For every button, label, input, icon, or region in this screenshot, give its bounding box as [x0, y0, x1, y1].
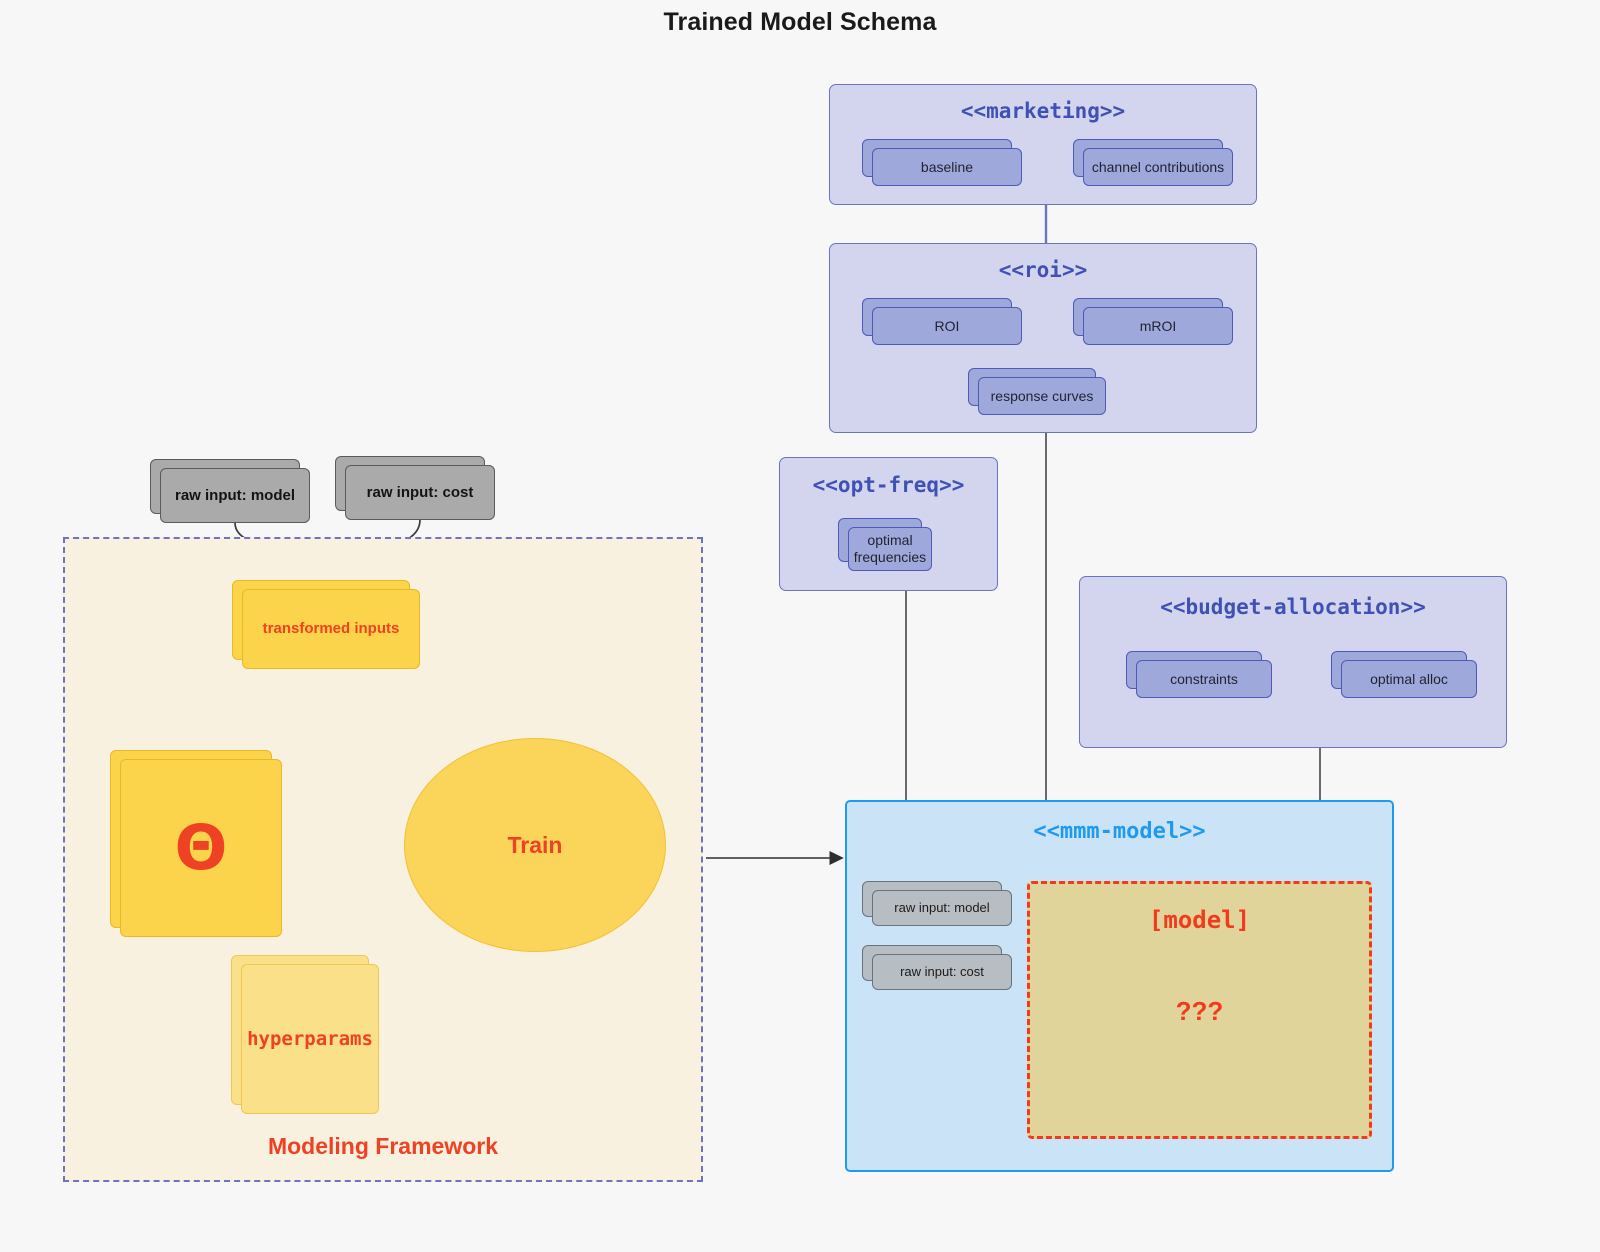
node-mroi[interactable]: mROI [1073, 298, 1233, 345]
node-optimal-frequencies-line1: optimal [867, 532, 913, 549]
node-mmm-raw-input-cost[interactable]: raw input: cost [862, 945, 1012, 990]
node-optimal-frequencies-label: optimal frequencies [848, 527, 932, 571]
node-response-curves-label: response curves [978, 377, 1106, 415]
package-budget-allocation[interactable]: <<budget-allocation>> constraints optima… [1079, 576, 1507, 748]
package-roi[interactable]: <<roi>> ROI mROI response curves [829, 243, 1257, 433]
package-marketing-title: <<marketing>> [960, 99, 1126, 123]
node-constraints-label: constraints [1136, 660, 1272, 698]
node-raw-input-model-label: raw input: model [160, 468, 310, 523]
theta-symbol: Θ [174, 811, 228, 884]
package-marketing[interactable]: <<marketing>> baseline channel contribut… [829, 84, 1257, 205]
modeling-framework-label: Modeling Framework [267, 1133, 499, 1159]
node-mmm-raw-input-cost-label: raw input: cost [872, 954, 1012, 990]
node-response-curves[interactable]: response curves [968, 368, 1106, 415]
node-optimal-alloc-label: optimal alloc [1341, 660, 1477, 698]
node-channel-contributions-label: channel contributions [1083, 148, 1233, 186]
node-constraints[interactable]: constraints [1126, 651, 1272, 698]
node-theta[interactable]: Θ [110, 750, 282, 937]
node-train-label: Train [507, 831, 563, 858]
node-raw-input-cost[interactable]: raw input: cost [335, 456, 495, 520]
package-mmm-model[interactable]: <<mmm-model>> raw input: model raw input… [845, 800, 1394, 1172]
node-baseline-label: baseline [872, 148, 1022, 186]
node-optimal-frequencies[interactable]: optimal frequencies [838, 518, 932, 571]
node-mmm-raw-input-model-label: raw input: model [872, 890, 1012, 926]
model-placeholder-title: [model] [1148, 906, 1251, 934]
node-roi[interactable]: ROI [862, 298, 1022, 345]
node-transformed-inputs[interactable]: transformed inputs [232, 580, 420, 669]
node-mmm-raw-input-model[interactable]: raw input: model [862, 881, 1012, 926]
node-mroi-label: mROI [1083, 307, 1233, 345]
node-hyperparams[interactable]: hyperparams [231, 955, 379, 1114]
package-opt-freq[interactable]: <<opt-freq>> optimal frequencies [779, 457, 998, 591]
model-placeholder-question: ??? [1175, 996, 1224, 1026]
node-transformed-inputs-label: transformed inputs [242, 589, 420, 669]
package-roi-title: <<roi>> [998, 258, 1088, 282]
node-raw-input-cost-label: raw input: cost [345, 465, 495, 520]
page-title: Trained Model Schema [663, 8, 937, 36]
node-raw-input-model[interactable]: raw input: model [150, 459, 310, 523]
node-optimal-alloc[interactable]: optimal alloc [1331, 651, 1477, 698]
package-mmm-model-title: <<mmm-model>> [1033, 819, 1206, 844]
node-roi-label: ROI [872, 307, 1022, 345]
node-optimal-frequencies-line2: frequencies [853, 549, 927, 565]
package-budget-allocation-title: <<budget-allocation>> [1160, 595, 1426, 619]
node-baseline[interactable]: baseline [862, 139, 1022, 186]
node-train[interactable]: Train [404, 738, 666, 952]
node-channel-contributions[interactable]: channel contributions [1073, 139, 1233, 186]
package-opt-freq-title: <<opt-freq>> [812, 473, 965, 497]
node-hyperparams-label: hyperparams [241, 964, 379, 1114]
model-placeholder-box[interactable]: [model] ??? [1027, 881, 1372, 1139]
